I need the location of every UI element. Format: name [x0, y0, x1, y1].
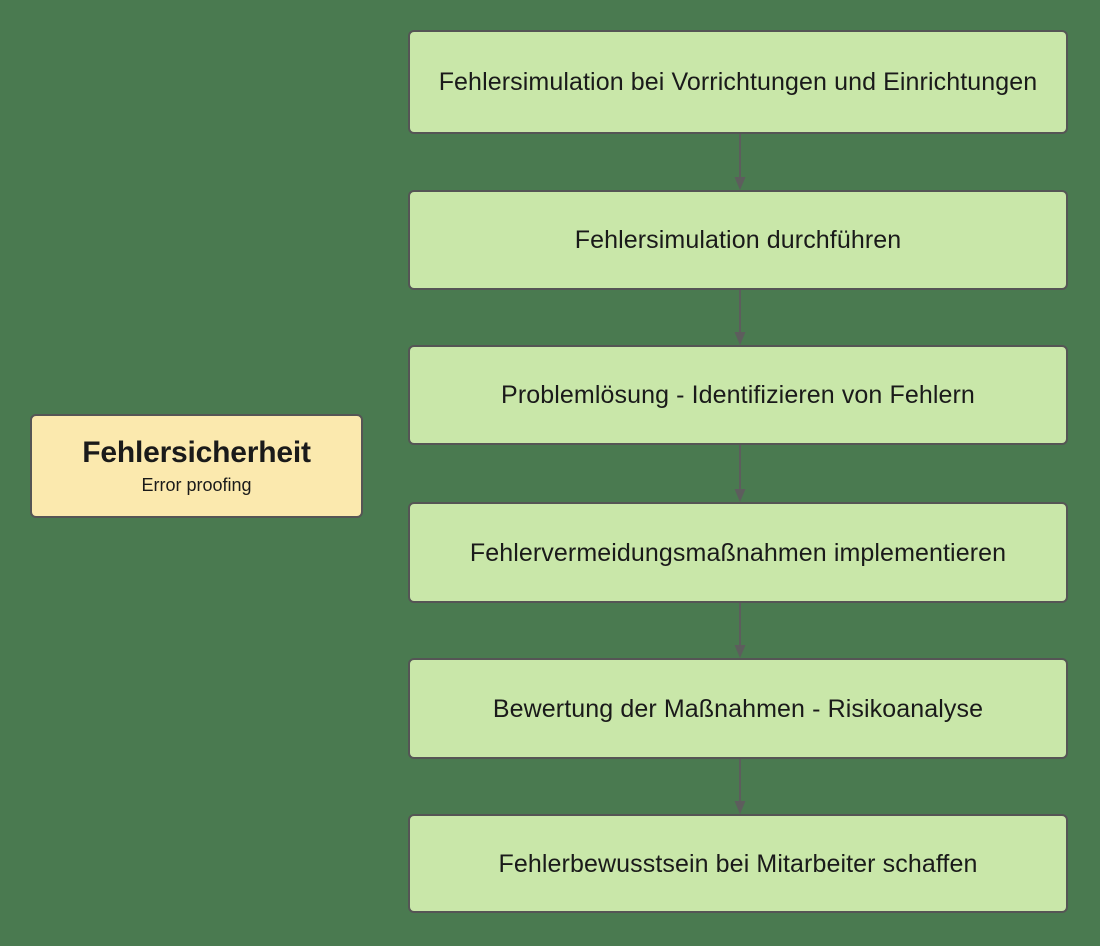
- connector-step-5-to-step-6: [727, 759, 753, 814]
- connector-step-4-to-step-5: [727, 603, 753, 658]
- connector-step-1-to-step-2: [727, 134, 753, 190]
- node-step-4[interactable]: Fehlervermeidungsmaßnahmen implementiere…: [408, 502, 1068, 603]
- node-step-6-text: Fehlerbewusstsein bei Mitarbeiter schaff…: [498, 849, 978, 878]
- connector-step-2-to-step-3: [727, 290, 753, 345]
- connector-step-3-to-step-4: [727, 445, 753, 502]
- node-step-1[interactable]: Fehlersimulation bei Vorrichtungen und E…: [408, 30, 1068, 134]
- label-node-subtitle: Error proofing: [141, 475, 252, 495]
- node-step-3-text: Problemlösung - Identifizieren von Fehle…: [501, 381, 975, 409]
- node-step-4-text: Fehlervermeidungsmaßnahmen implementiere…: [469, 538, 1007, 567]
- node-step-5-text: Bewertung der Maßnahmen - Risikoanalyse: [492, 694, 984, 723]
- node-step-5[interactable]: Bewertung der Maßnahmen - Risikoanalyse: [408, 658, 1068, 759]
- node-step-6[interactable]: Fehlerbewusstsein bei Mitarbeiter schaff…: [408, 814, 1068, 913]
- node-step-3[interactable]: Problemlösung - Identifizieren von Fehle…: [408, 345, 1068, 445]
- label-node-title: Fehlersicherheit: [82, 435, 311, 469]
- node-fehlersicherheit-label[interactable]: Fehlersicherheit Error proofing: [30, 414, 363, 518]
- node-step-1-text: Fehlersimulation bei Vorrichtungen und E…: [438, 68, 1038, 96]
- node-step-2-text: Fehlersimulation durchführen: [574, 226, 902, 254]
- node-step-2[interactable]: Fehlersimulation durchführen: [408, 190, 1068, 290]
